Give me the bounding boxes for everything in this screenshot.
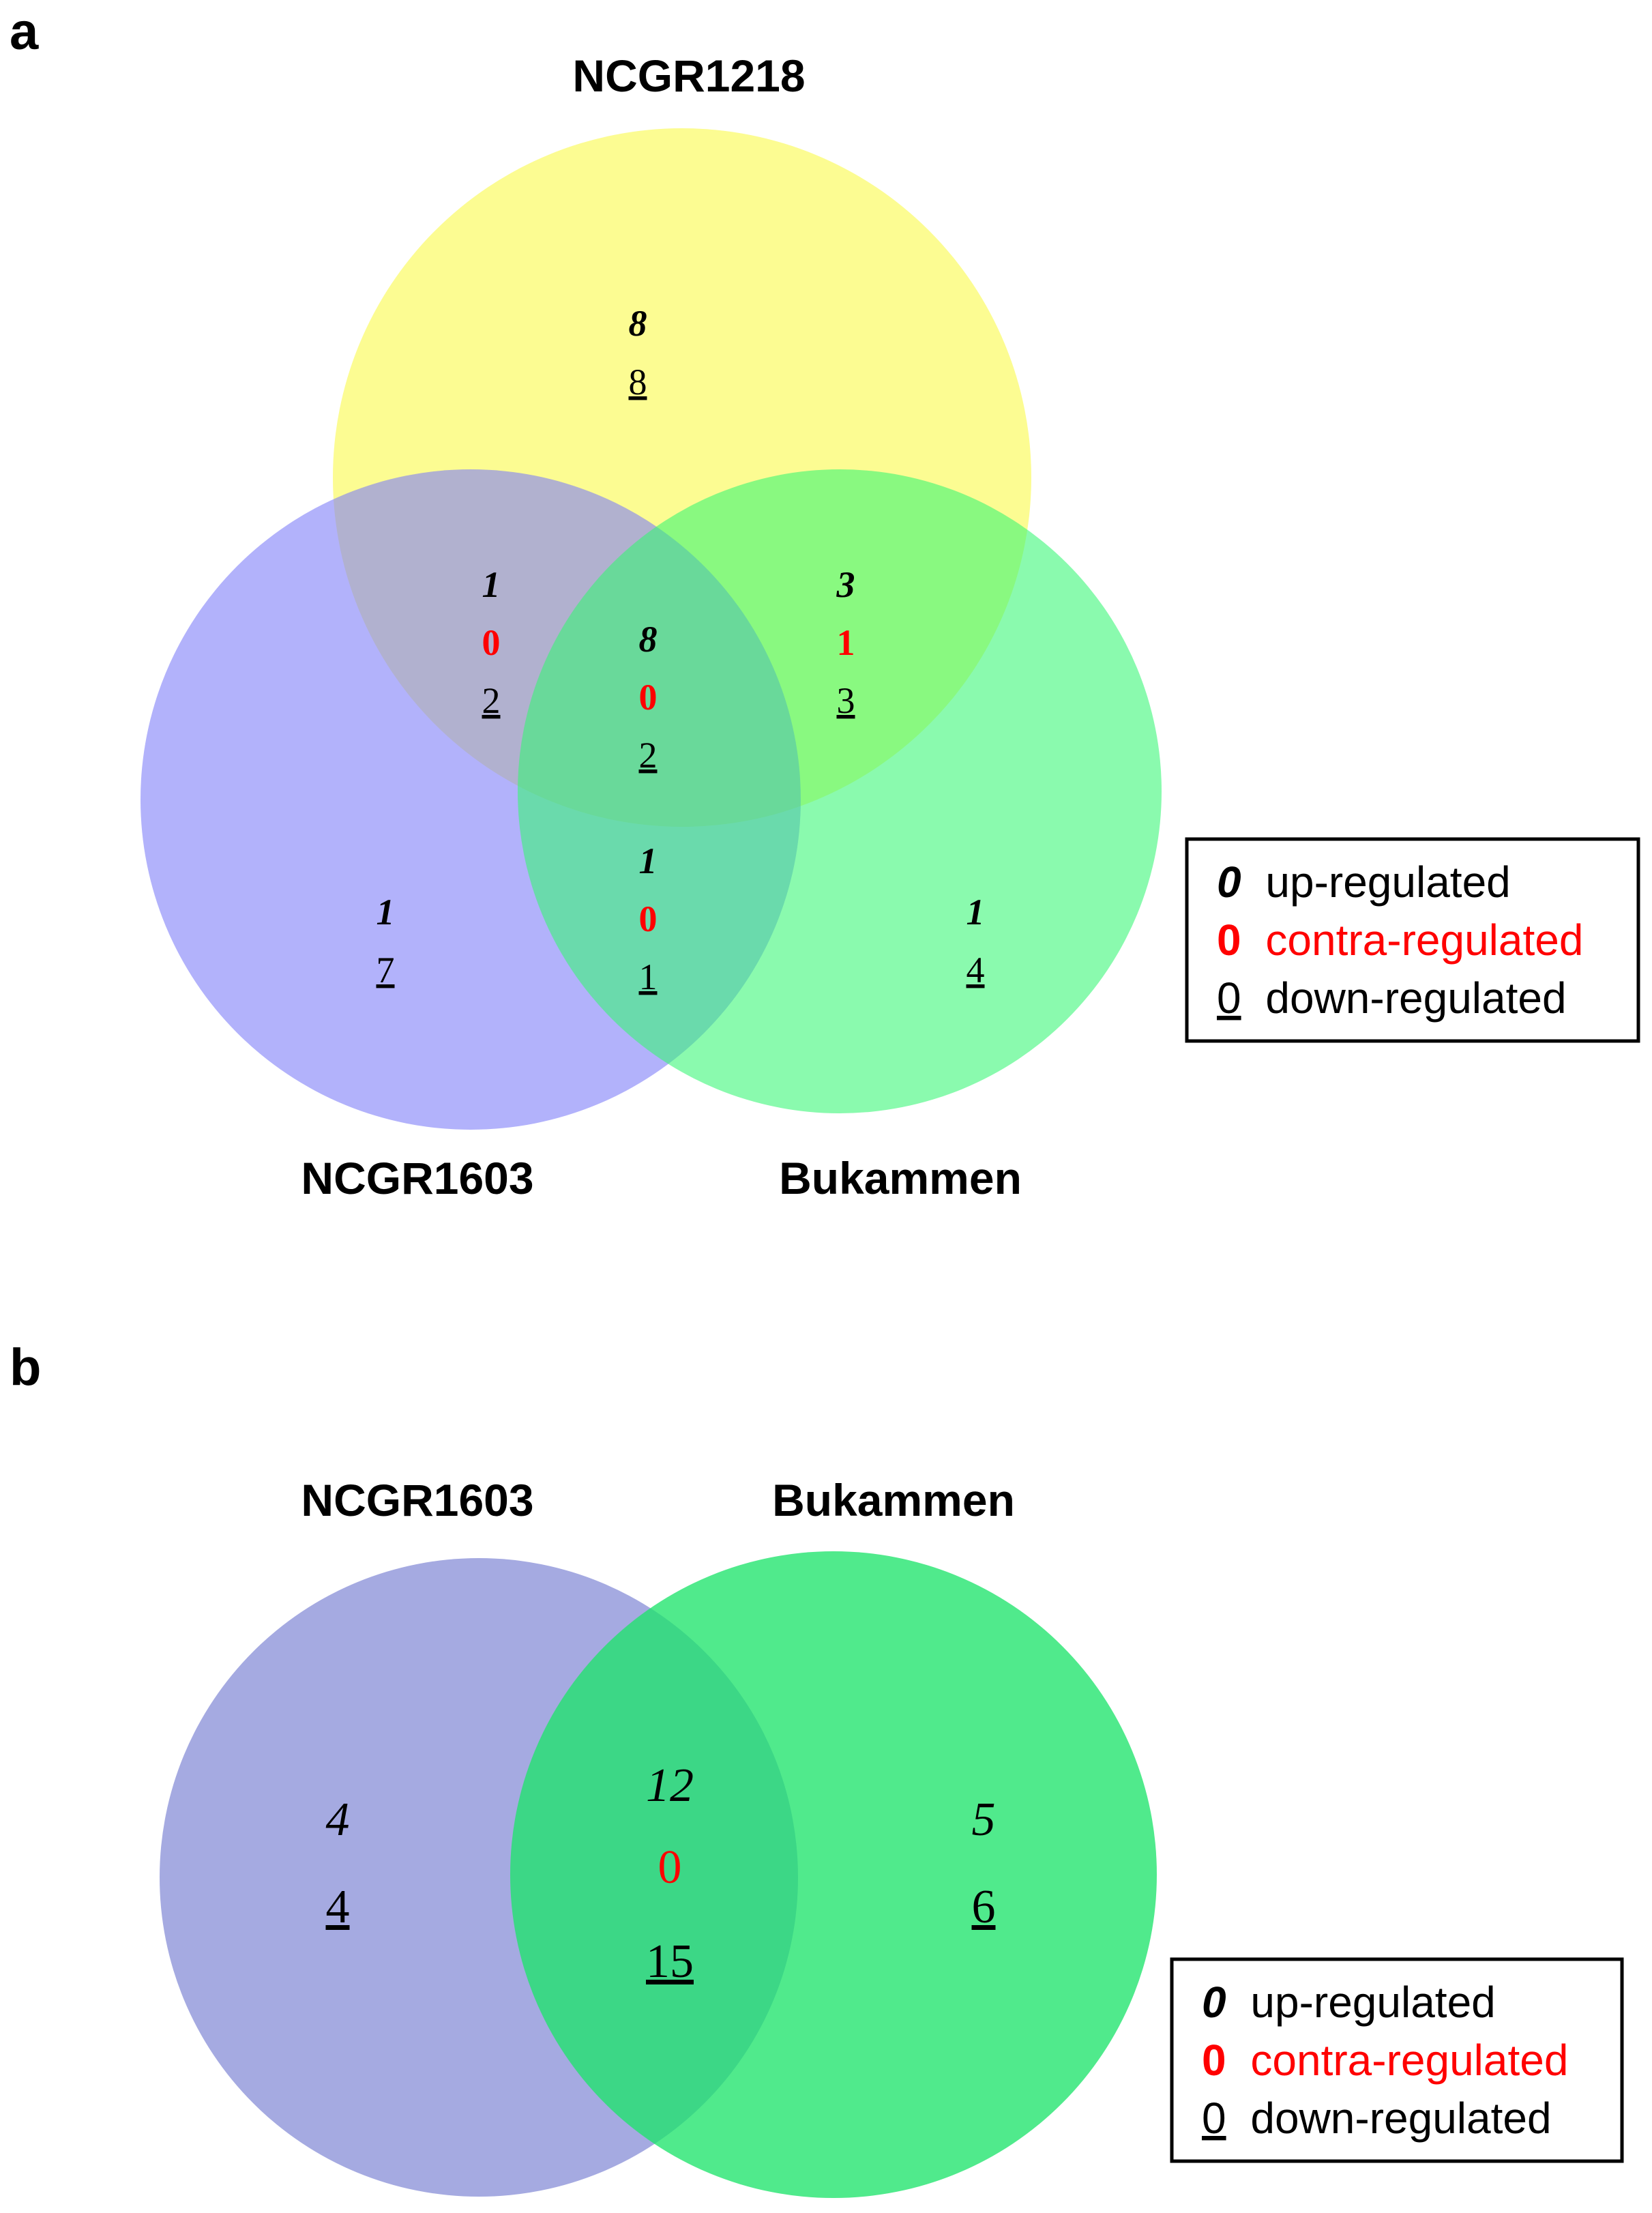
a-1603-bukammen-up: 1: [639, 840, 658, 881]
a-ncgr1218-only-up: 8: [629, 303, 647, 344]
a-all-three-up: 8: [639, 619, 658, 660]
a-1218-1603-contra: 0: [482, 622, 501, 663]
legend-a: 0 up-regulated 0 contra-regulated 0 down…: [1185, 837, 1640, 1043]
legend-b-box: [1170, 1957, 1624, 2163]
legend-b-up-row: 0 up-regulated: [1202, 1978, 1496, 2027]
circle-bukammen-b: [510, 1551, 1157, 2198]
legend-b-down-row: 0 down-regulated: [1202, 2094, 1552, 2143]
a-1218-1603-down: 2: [482, 680, 501, 721]
a-1218-bukammen-down: 3: [837, 680, 855, 721]
a-ncgr1603-only-down: 7: [377, 950, 395, 991]
legend-a-box: [1185, 837, 1640, 1043]
b-ncgr1603-only-up: 4: [326, 1793, 350, 1846]
legend-b: 0 up-regulated 0 contra-regulated 0 down…: [1170, 1957, 1624, 2163]
set-label-bukammen-a: Bukammen: [779, 1153, 1022, 1203]
set-label-ncgr1603-b: NCGR1603: [301, 1475, 533, 1525]
a-1603-bukammen-contra: 0: [639, 898, 658, 939]
b-both-contra: 0: [658, 1841, 682, 1894]
b-both-up: 12: [646, 1759, 694, 1812]
b-both-down: 15: [646, 1935, 694, 1988]
a-all-three-down: 2: [639, 735, 658, 776]
legend-b-up-label: up-regulated: [1250, 1978, 1495, 2027]
legend-b-contra-label: contra-regulated: [1250, 2036, 1568, 2085]
set-label-ncgr1603-a: NCGR1603: [301, 1153, 533, 1203]
legend-a-up-row: 0 up-regulated: [1217, 858, 1511, 907]
venn-circles-b: [160, 1551, 1157, 2198]
a-ncgr1218-only-down: 8: [629, 362, 647, 402]
b-bukammen-only-up: 5: [972, 1793, 996, 1846]
a-all-three-contra: 0: [639, 677, 658, 718]
legend-b-contra-sample: 0: [1202, 2036, 1226, 2085]
a-1603-bukammen-down: 1: [639, 956, 658, 997]
b-bukammen-only-down: 6: [972, 1881, 996, 1933]
a-1218-bukammen-up: 3: [836, 564, 855, 605]
b-ncgr1603-only-down: 4: [326, 1881, 350, 1933]
a-ncgr1603-only-up: 1: [377, 892, 395, 933]
legend-b-down-sample: 0: [1202, 2094, 1226, 2143]
legend-a-contra-sample: 0: [1217, 915, 1241, 965]
legend-a-up-label: up-regulated: [1265, 858, 1510, 907]
circle-bukammen: [518, 469, 1162, 1113]
legend-b-contra-row: 0 contra-regulated: [1202, 2036, 1568, 2085]
panel-b-letter: b: [10, 1338, 41, 1396]
a-bukammen-only-up: 1: [967, 892, 985, 933]
panel-a-letter: a: [10, 3, 39, 61]
a-bukammen-only-down: 4: [967, 950, 985, 991]
legend-b-down-label: down-regulated: [1250, 2094, 1551, 2143]
legend-a-down-row: 0 down-regulated: [1217, 973, 1567, 1023]
a-1218-1603-up: 1: [482, 564, 501, 605]
legend-a-up-sample: 0: [1217, 858, 1241, 907]
set-label-ncgr1218: NCGR1218: [572, 50, 805, 101]
a-1218-bukammen-contra: 1: [837, 622, 855, 663]
legend-a-down-label: down-regulated: [1265, 973, 1566, 1023]
legend-a-contra-row: 0 contra-regulated: [1217, 915, 1583, 965]
legend-a-down-sample: 0: [1217, 973, 1241, 1023]
legend-a-contra-label: contra-regulated: [1265, 915, 1583, 965]
set-label-bukammen-b: Bukammen: [772, 1475, 1015, 1525]
venn-circles-a: [141, 128, 1162, 1130]
legend-b-up-sample: 0: [1202, 1978, 1226, 2027]
